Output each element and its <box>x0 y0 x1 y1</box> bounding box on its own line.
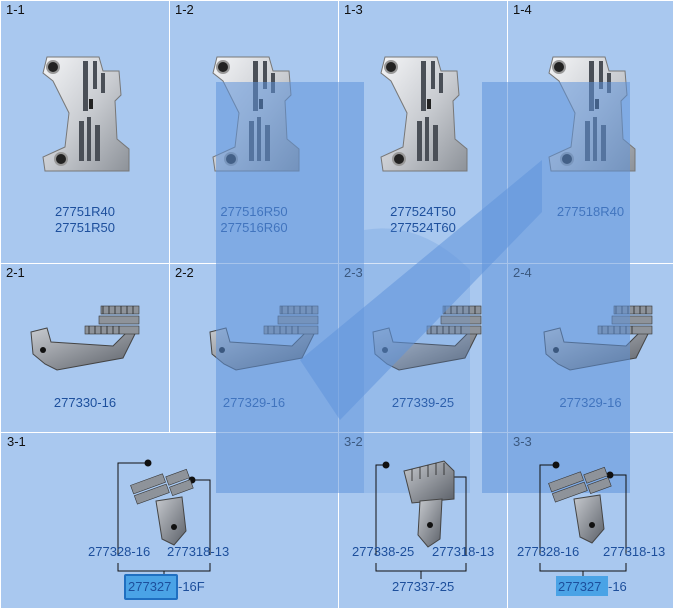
cell-label: 2-2 <box>175 265 194 280</box>
part-code: 277329-16 <box>222 395 286 410</box>
part-code: 277518R40 <box>556 204 625 219</box>
part-code: 277339-25 <box>391 395 455 410</box>
feed-dog-image <box>543 305 653 371</box>
part-code: 277516R60 <box>220 220 288 235</box>
part-code-highlighted: 277327 <box>128 579 172 594</box>
feed-dog-assembly-image <box>375 460 467 579</box>
part-code: 27751R40 <box>55 204 115 219</box>
cell-2-4: 2-4 277329-16 <box>508 264 673 432</box>
part-code-highlighted: 277327 <box>558 579 602 594</box>
part-code: 277329-16 <box>559 395 622 410</box>
part-code: 277330-16 <box>53 395 117 410</box>
throat-plate-image <box>212 56 300 172</box>
part-code-bottom: 277337-25 <box>392 579 455 594</box>
part-code-left: 277328-16 <box>88 544 151 559</box>
part-code-suffix: -16 <box>608 579 627 594</box>
highlighted-code-box <box>124 574 178 600</box>
feed-dog-assembly-image <box>117 459 211 579</box>
part-code-right: 277318-13 <box>432 544 495 559</box>
part-code-left: 277338-25 <box>352 544 415 559</box>
cell-label: 1-1 <box>6 2 25 17</box>
throat-plate-image <box>548 56 636 172</box>
cell-label: 1-2 <box>175 2 194 17</box>
throat-plate-image <box>42 56 130 172</box>
throat-plate-image <box>380 56 468 172</box>
feed-dog-image <box>372 305 482 371</box>
cell-label: 1-3 <box>344 2 363 17</box>
cell-1-1: 1-1 27751R40 27751R50 <box>1 1 169 263</box>
cell-1-4: 1-4 277518R40 <box>508 1 673 263</box>
cell-label: 3-1 <box>7 434 26 449</box>
part-code: 277524T50 <box>390 204 456 219</box>
cell-label: 3-3 <box>513 434 532 449</box>
cell-2-2: 2-2 277329-16 <box>170 264 338 432</box>
part-code: 27751R50 <box>55 220 115 235</box>
feed-dog-image <box>30 305 140 371</box>
cell-label: 2-3 <box>344 265 363 280</box>
feed-dog-assembly-image <box>539 461 627 579</box>
cell-label: 1-4 <box>513 2 532 17</box>
part-code-left: 277328-16 <box>517 544 580 559</box>
part-code-suffix: -16F <box>178 579 205 594</box>
cell-1-2: 1-2 277516R50 277516R60 <box>170 1 338 263</box>
cell-2-3: 2-3 277339-25 <box>339 264 507 432</box>
cell-label: 3-2 <box>344 434 363 449</box>
cell-2-1: 2-1 277330-16 <box>1 264 169 432</box>
cell-1-3: 1-3 277524T50 277524T60 <box>339 1 507 263</box>
cell-label: 2-4 <box>513 265 532 280</box>
part-code: 277516R50 <box>220 204 288 219</box>
part-code-right: 277318-13 <box>167 544 230 559</box>
part-code-right: 277318-13 <box>603 544 666 559</box>
cell-label: 2-1 <box>6 265 25 280</box>
part-code: 277524T60 <box>390 220 456 235</box>
highlighted-code-box <box>556 576 608 596</box>
feed-dog-image <box>209 305 319 371</box>
